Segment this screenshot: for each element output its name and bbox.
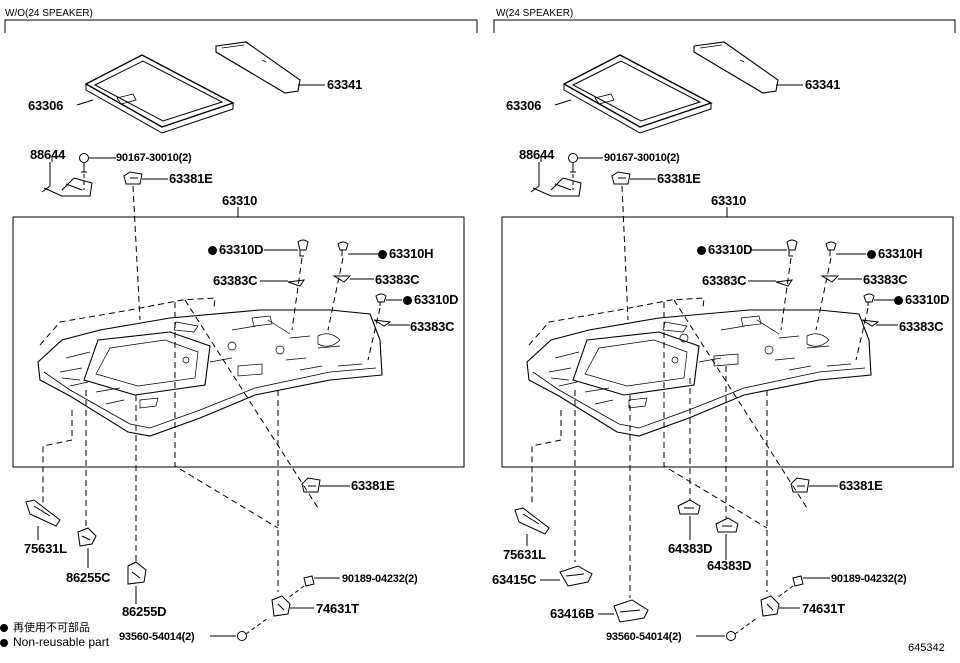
right-label-63310d-b: 63310D xyxy=(894,293,950,307)
non-reusable-dot-icon xyxy=(0,624,8,632)
right-label-74631t: 74631T xyxy=(802,601,845,616)
left-label-90189: 90189-04232(2) xyxy=(342,573,418,585)
right-label-63306: 63306 xyxy=(506,98,542,113)
legend-line-english: Non-reusable part xyxy=(0,635,109,649)
right-label-63381e-top: 63381E xyxy=(657,171,701,186)
right-label-93560: 93560-54014(2) xyxy=(606,631,682,643)
right-label-63416b: 63416B xyxy=(550,606,595,621)
left-label-75631l: 75631L xyxy=(24,541,67,556)
non-reusable-dot-icon xyxy=(0,639,8,647)
right-panel-header: W(24 SPEAKER) xyxy=(496,8,574,19)
left-label-63381e-top: 63381E xyxy=(169,171,213,186)
right-label-63383c-b: 63383C xyxy=(863,272,908,287)
right-artwork xyxy=(514,41,898,641)
left-label-90167: 90167-30010(2) xyxy=(116,152,192,164)
right-label-64383d-b: 64383D xyxy=(707,558,752,573)
left-label-63341: 63341 xyxy=(327,77,363,92)
non-reusable-dot-icon xyxy=(867,250,876,259)
left-label-63310h: 63310H xyxy=(378,247,434,261)
right-label-63383c-c: 63383C xyxy=(899,319,944,334)
right-label-64383d-a: 64383D xyxy=(668,541,713,556)
left-label-63310d-b: 63310D xyxy=(403,293,459,307)
non-reusable-dot-icon xyxy=(378,250,387,259)
right-label-88644: 88644 xyxy=(519,147,555,162)
right-label-63310d-a: 63310D xyxy=(697,243,753,257)
right-label-63383c-a: 63383C xyxy=(702,273,747,288)
left-label-86255d: 86255D xyxy=(122,604,167,619)
left-label-74631t: 74631T xyxy=(316,601,359,616)
left-label-63383c-b: 63383C xyxy=(375,272,420,287)
left-artwork xyxy=(25,41,410,641)
left-panel-header: W/O(24 SPEAKER) xyxy=(5,8,93,19)
left-label-63383c-a: 63383C xyxy=(213,273,258,288)
left-label-93560: 93560-54014(2) xyxy=(119,631,195,643)
legend-line-japanese: 再使用不可部品 xyxy=(0,619,90,635)
non-reusable-dot-icon xyxy=(894,296,903,305)
left-label-63383c-c: 63383C xyxy=(410,319,455,334)
non-reusable-dot-icon xyxy=(403,296,412,305)
right-label-63381e-bottom: 63381E xyxy=(839,478,883,493)
left-headliner xyxy=(37,309,383,437)
right-headliner xyxy=(526,309,872,437)
left-label-63310d-a: 63310D xyxy=(208,243,264,257)
right-label-63310: 63310 xyxy=(711,193,747,208)
left-label-88644: 88644 xyxy=(30,147,66,162)
figure-number: 645342 xyxy=(908,642,945,654)
right-label-90189: 90189-04232(2) xyxy=(831,573,907,585)
left-label-63310: 63310 xyxy=(222,193,258,208)
right-label-90167: 90167-30010(2) xyxy=(604,152,680,164)
left-label-63306: 63306 xyxy=(28,98,64,113)
non-reusable-dot-icon xyxy=(208,246,217,255)
right-label-63415c: 63415C xyxy=(492,572,537,587)
right-label-63310h: 63310H xyxy=(867,247,923,261)
left-label-63381e-bottom: 63381E xyxy=(351,478,395,493)
right-label-75631l: 75631L xyxy=(503,547,546,562)
non-reusable-dot-icon xyxy=(697,246,706,255)
right-label-63341: 63341 xyxy=(805,77,841,92)
left-label-86255c: 86255C xyxy=(66,570,111,585)
